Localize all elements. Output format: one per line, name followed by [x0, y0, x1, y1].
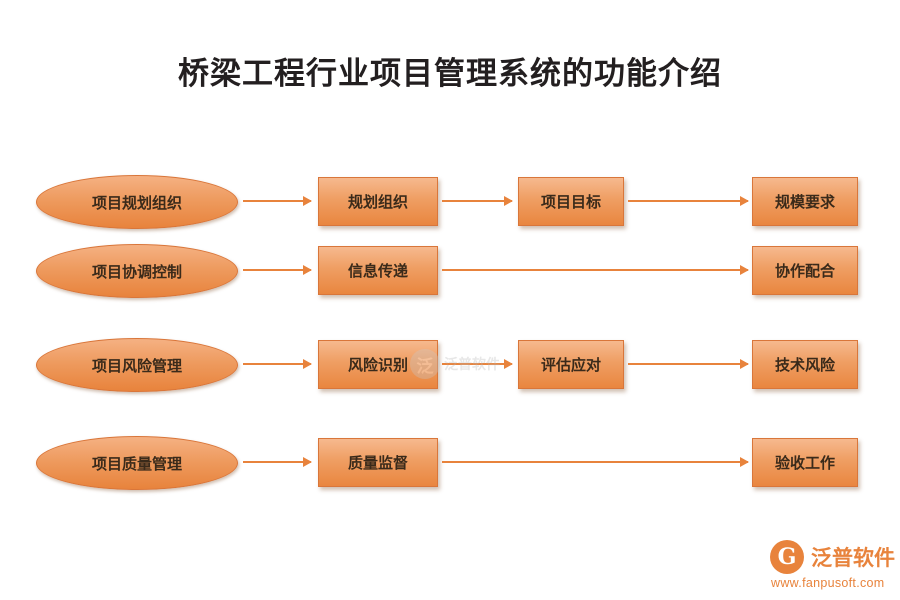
- arrow-r1-s2-to-s3: [628, 196, 749, 206]
- category-node-4-label: 项目质量管理: [91, 454, 182, 473]
- brand-logo: G 泛普软件 www.fanpusoft.com: [770, 540, 895, 590]
- brand-logo-row: G 泛普软件: [770, 540, 895, 574]
- step-node-3-2-label: 评估应对: [540, 356, 601, 374]
- arrow-r2-s1-to-s2: [442, 265, 749, 275]
- category-node-3-label: 项目风险管理: [91, 356, 182, 375]
- step-node-3-1-label: 风险识别: [347, 356, 408, 374]
- category-node-2-label: 项目协调控制: [91, 262, 182, 281]
- step-node-1-1-label: 规划组织: [347, 193, 408, 211]
- arrow-r1-s1-to-s2: [442, 196, 513, 206]
- step-node-1-3-label: 规模要求: [774, 193, 835, 211]
- step-node-4-2-label: 验收工作: [774, 454, 835, 472]
- step-node-1-2[interactable]: 项目目标: [518, 177, 624, 226]
- step-node-3-3-label: 技术风险: [774, 356, 835, 374]
- arrow-r4-s1-to-s2: [442, 457, 749, 467]
- step-node-1-3[interactable]: 规模要求: [752, 177, 858, 226]
- step-node-2-1-label: 信息传递: [347, 262, 408, 280]
- arrow-r3-c-to-s1: [243, 359, 312, 369]
- category-node-2[interactable]: 项目协调控制: [36, 244, 238, 298]
- page-title: 桥梁工程行业项目管理系统的功能介绍: [178, 56, 722, 92]
- brand-swirl-glyph: G: [777, 544, 797, 570]
- step-node-2-2-label: 协作配合: [774, 262, 835, 280]
- step-node-3-1[interactable]: 风险识别: [318, 340, 438, 389]
- step-node-3-2[interactable]: 评估应对: [518, 340, 624, 389]
- category-node-1-label: 项目规划组织: [91, 193, 182, 212]
- step-node-4-1-label: 质量监督: [347, 454, 408, 472]
- step-node-4-1[interactable]: 质量监督: [318, 438, 438, 487]
- step-node-1-2-label: 项目目标: [540, 193, 601, 211]
- step-node-2-2[interactable]: 协作配合: [752, 246, 858, 295]
- step-node-3-3[interactable]: 技术风险: [752, 340, 858, 389]
- arrow-r3-s1-to-s2: [442, 359, 513, 369]
- brand-url: www.fanpusoft.com: [771, 576, 885, 590]
- arrow-r3-s2-to-s3: [628, 359, 749, 369]
- category-node-1[interactable]: 项目规划组织: [36, 175, 238, 229]
- arrow-r1-c-to-s1: [243, 196, 312, 206]
- arrow-r4-c-to-s1: [243, 457, 312, 467]
- category-node-4[interactable]: 项目质量管理: [36, 436, 238, 490]
- arrow-r2-c-to-s1: [243, 265, 312, 275]
- step-node-2-1[interactable]: 信息传递: [318, 246, 438, 295]
- category-node-3[interactable]: 项目风险管理: [36, 338, 238, 392]
- step-node-1-1[interactable]: 规划组织: [318, 177, 438, 226]
- step-node-4-2[interactable]: 验收工作: [752, 438, 858, 487]
- brand-name: 泛普软件: [811, 546, 895, 570]
- brand-swirl-icon: G: [770, 540, 804, 574]
